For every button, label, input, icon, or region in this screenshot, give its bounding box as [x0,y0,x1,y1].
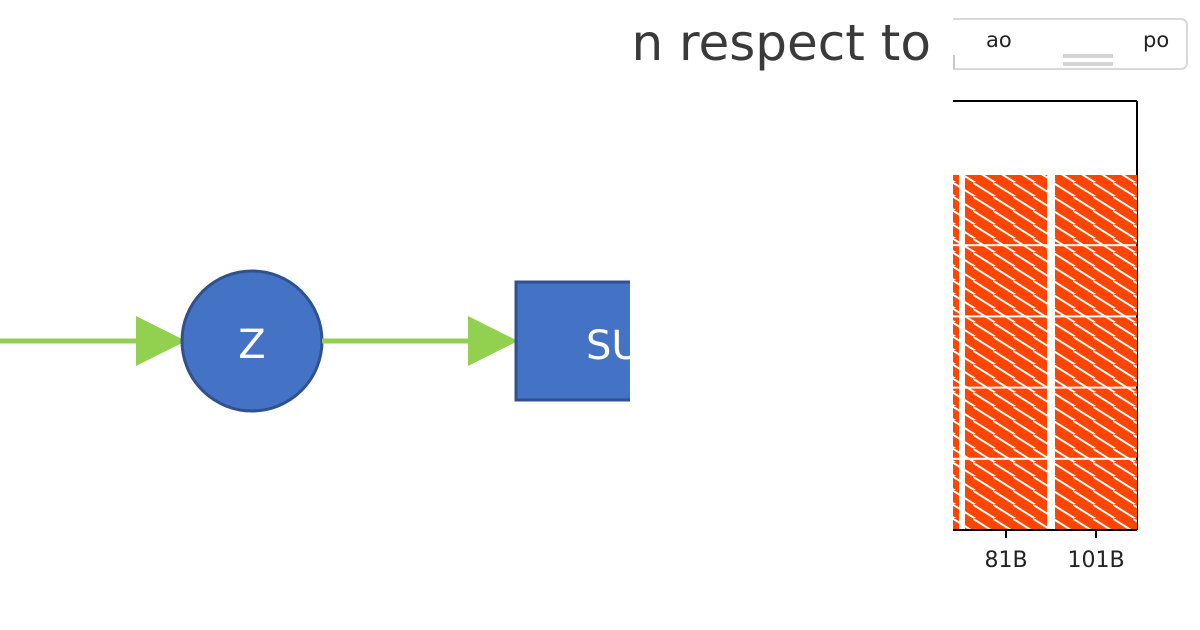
title-panel: n respect to [630,0,953,100]
legend-label-ao: ao [986,28,1012,52]
z-node-label: Z [238,322,265,368]
bar-cropped-edge-segment [953,317,959,387]
chart-title-fragment: n respect to [631,14,931,72]
flow-diagram: Z SU [0,269,630,413]
bar-101B-segment [1055,175,1137,245]
bar-101B-segment [1055,317,1137,387]
chart-frame [953,100,1138,538]
legend-label-po: po [1143,28,1170,52]
bar-81B-segment [965,388,1047,458]
legend-swatch-ao [953,55,955,69]
bar-81B-segment [965,317,1047,387]
chart-panel: ao po 81B 101B [953,0,1200,630]
bar-81B-segment [965,459,1047,529]
bar-81B-segment [965,175,1047,245]
bar-cropped-edge-segment [953,175,959,245]
x-tick-101B: 101B [1067,548,1125,573]
bar-101B-segment [1055,459,1137,529]
bar-cropped-edge-segment [953,246,959,316]
x-tick-81B: 81B [984,548,1028,573]
su-node-box [514,280,630,402]
chart-legend [953,18,1188,70]
flow-diagram-panel: Z SU [0,269,630,413]
bars-group [953,175,1137,529]
bar-chart [953,100,1138,538]
bar-101B-segment [1055,388,1137,458]
bar-cropped-edge-segment [953,459,959,529]
bar-101B-segment [1055,246,1137,316]
bar-cropped-edge-segment [953,388,959,458]
su-node-label: SU [586,323,630,369]
legend-swatch-po [1063,54,1113,67]
bar-81B-segment [965,246,1047,316]
